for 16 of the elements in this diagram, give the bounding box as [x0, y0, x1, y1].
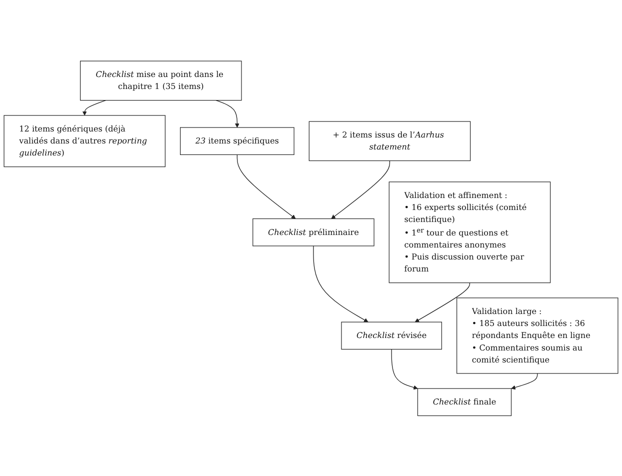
- arrow: [391, 348, 418, 390]
- node-box: Checklist préliminaire: [252, 218, 374, 246]
- arrow: [414, 282, 470, 322]
- node-box: Checklist révisée: [341, 321, 442, 350]
- node-box: Checklist mise au point dans le chapitre 1 (35 items): [80, 60, 242, 100]
- arrow: [216, 100, 240, 128]
- node-box: + 2 items issus de l’Aarhus statement: [308, 120, 471, 161]
- node-box: Checklist finale: [417, 388, 512, 416]
- node-box: Validation large : • 185 auteurs sollicités : 36 répondants Enquête en ligne • Commentaires soumis au comité scientifique: [456, 297, 618, 374]
- arrow: [511, 372, 538, 390]
- arrow: [313, 245, 368, 322]
- arrow: [236, 154, 296, 219]
- node-box: Validation et affinement : • 16 experts sollicités (comité scientifique) • 1$^{er}$ tour de questions et commentaires anonymes • Puis discussion ouverte par forum: [388, 181, 551, 283]
- node-box: 23 items spécifiques: [180, 126, 294, 155]
- node-box: 12 items génériques (déjà validés dans d’autres reporting guidelines): [4, 114, 166, 167]
- arrow: [331, 160, 390, 219]
